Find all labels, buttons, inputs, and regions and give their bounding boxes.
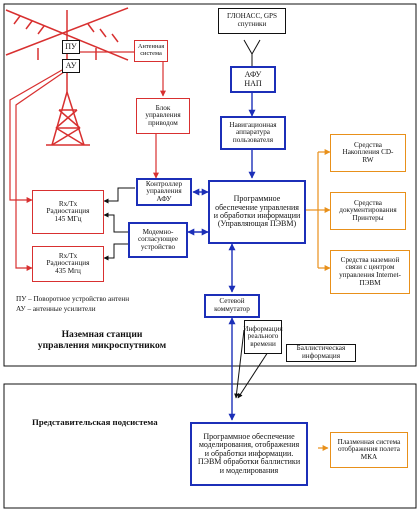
network-switch-box: Сетевой коммутатор xyxy=(204,294,260,318)
line-controller-radio145 xyxy=(103,187,135,204)
modem-box: Модемно-согласующее устройство xyxy=(128,222,188,258)
afu-nap-box: АФУ НАП xyxy=(230,66,276,93)
legend-pu: ПУ – Поворотное устройство антенн xyxy=(16,295,130,303)
modeling-software-box: Программное обеспечение моделирования, о… xyxy=(190,422,308,486)
rep-subsystem-title: Представительская подсистема xyxy=(32,417,158,427)
subsystem-boundary xyxy=(3,383,417,509)
legend-au: АУ – антенные усилители xyxy=(16,305,96,313)
documentation-box: Средства документирования Принтеры xyxy=(330,192,406,230)
ground-link-box: Средства наземной связи с центром управл… xyxy=(330,250,410,294)
antenna-mast xyxy=(5,7,129,146)
flight-display-box: Плазменная система отображения полета МК… xyxy=(330,432,408,468)
antenna-system-label: Антенная система xyxy=(134,40,168,62)
main-software-box: Программное обеспечение управления и обр… xyxy=(208,180,306,244)
nav-equipment-box: Навигационная аппаратура пользователя xyxy=(220,116,286,150)
line-modem-radio435 xyxy=(103,243,128,261)
station-title: Наземная станции управления микроспутник… xyxy=(37,329,167,351)
au-box: АУ xyxy=(62,59,80,73)
radio-145-box: Rx/Tx Радиостанция 145 МГц xyxy=(32,190,104,234)
pu-box: ПУ xyxy=(62,40,80,54)
line-ballistic xyxy=(237,351,269,399)
radio-435-box: Rx/Tx Радиостанция 435 Мгц xyxy=(32,246,104,282)
line-modem-radio145 xyxy=(103,212,128,233)
line-au-radio145 xyxy=(9,69,63,203)
storage-box: Средства Накопления CD-RW xyxy=(330,134,406,172)
station-boundary xyxy=(3,3,417,367)
drive-control-box: Блок управления приводом xyxy=(136,98,190,134)
line-au-radio435 xyxy=(15,71,65,271)
line-realtime xyxy=(234,329,245,399)
ballistic-info-box: Баллистическая информация xyxy=(286,344,356,362)
realtime-info-box: Информация реального времени xyxy=(243,320,283,354)
nav-antenna xyxy=(243,39,261,66)
afu-controller-box: Контроллер управления АФУ xyxy=(136,178,192,206)
gps-satellites-box: ГЛОНАСС, GPS спутники xyxy=(218,8,286,34)
